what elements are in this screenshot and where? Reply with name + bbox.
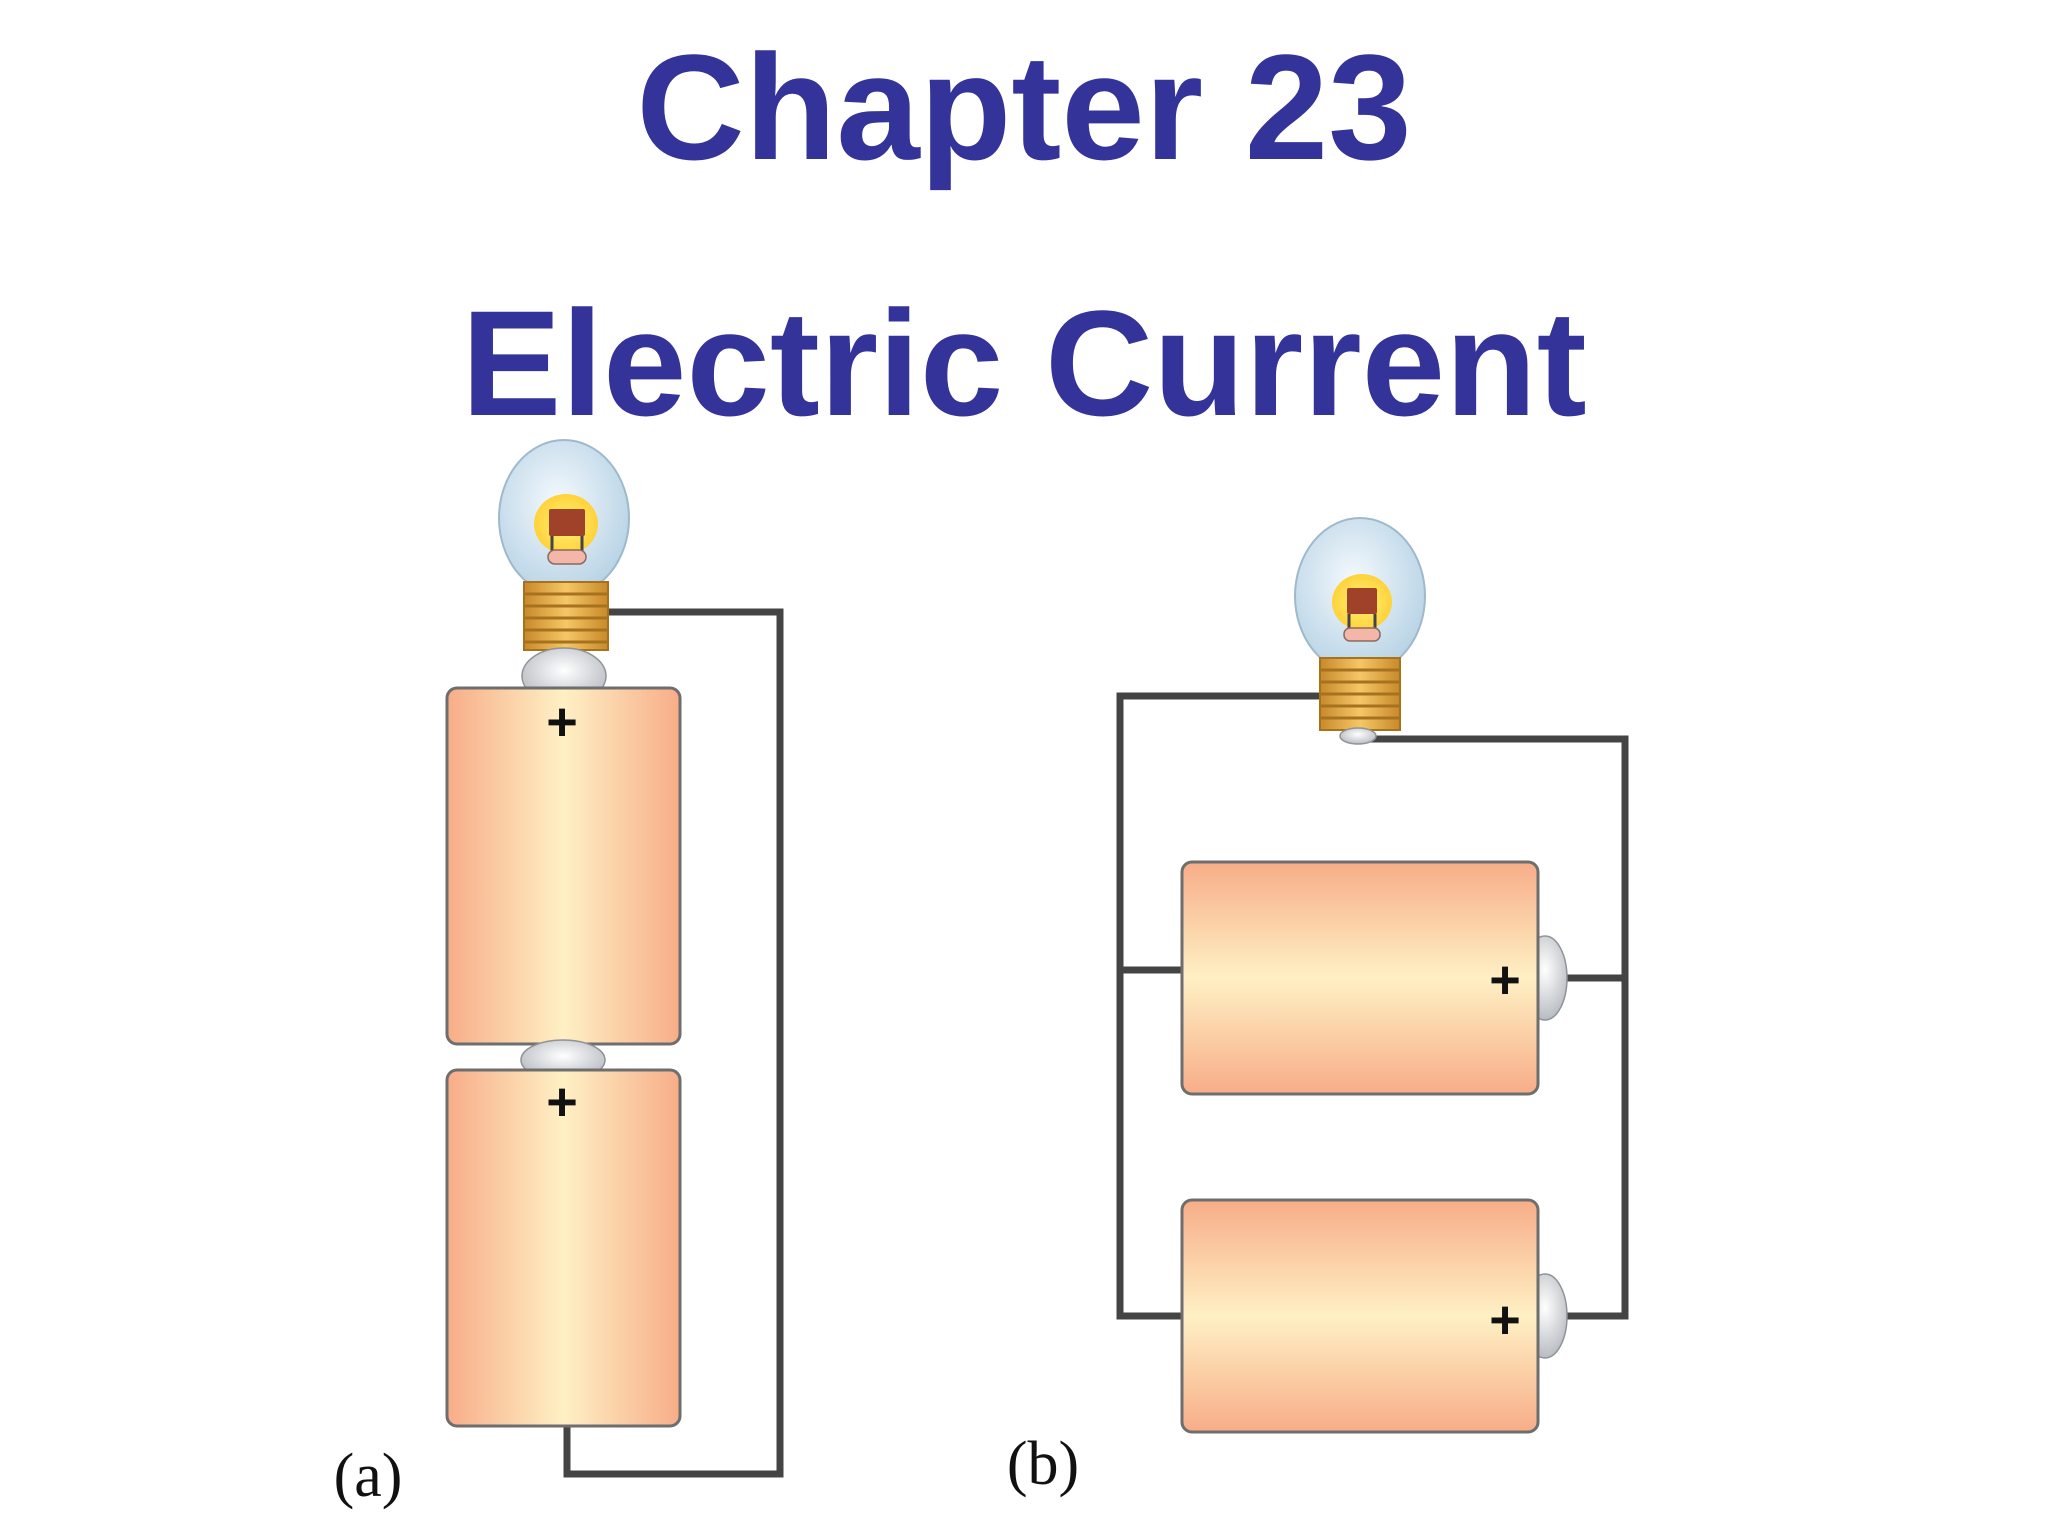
panel-b-battery-bottom-plus-sign: + [1489,1290,1521,1350]
panel-b-battery-bottom: + [1180,1198,1568,1434]
panel-b-battery-top: + [1180,860,1568,1096]
panel-b-battery-top-plus-sign: + [1489,950,1521,1010]
panel-b-wire-right [1358,735,1629,1320]
panel-a-series-circuit: + + (a) [334,439,784,1510]
panel-a-battery-top: + [445,686,682,1046]
panel-a-wire [563,608,784,1478]
panel-b-label: (b) [1007,1430,1079,1498]
panel-a-battery-bottom-plus-sign: + [546,1072,578,1132]
chapter-title: Chapter 23 [636,23,1412,191]
panel-a-bulb [498,439,630,705]
panel-b-wire-left [1116,692,1320,1320]
panel-a-battery-top-plus-sign: + [546,692,578,752]
panel-b-parallel-circuit: + + (b) [1007,517,1629,1498]
chapter-subtitle: Electric Current [461,279,1587,447]
panel-a-label: (a) [334,1442,403,1510]
panel-a-battery-bottom: + [445,1068,682,1428]
panel-b-bulb [1294,517,1426,745]
